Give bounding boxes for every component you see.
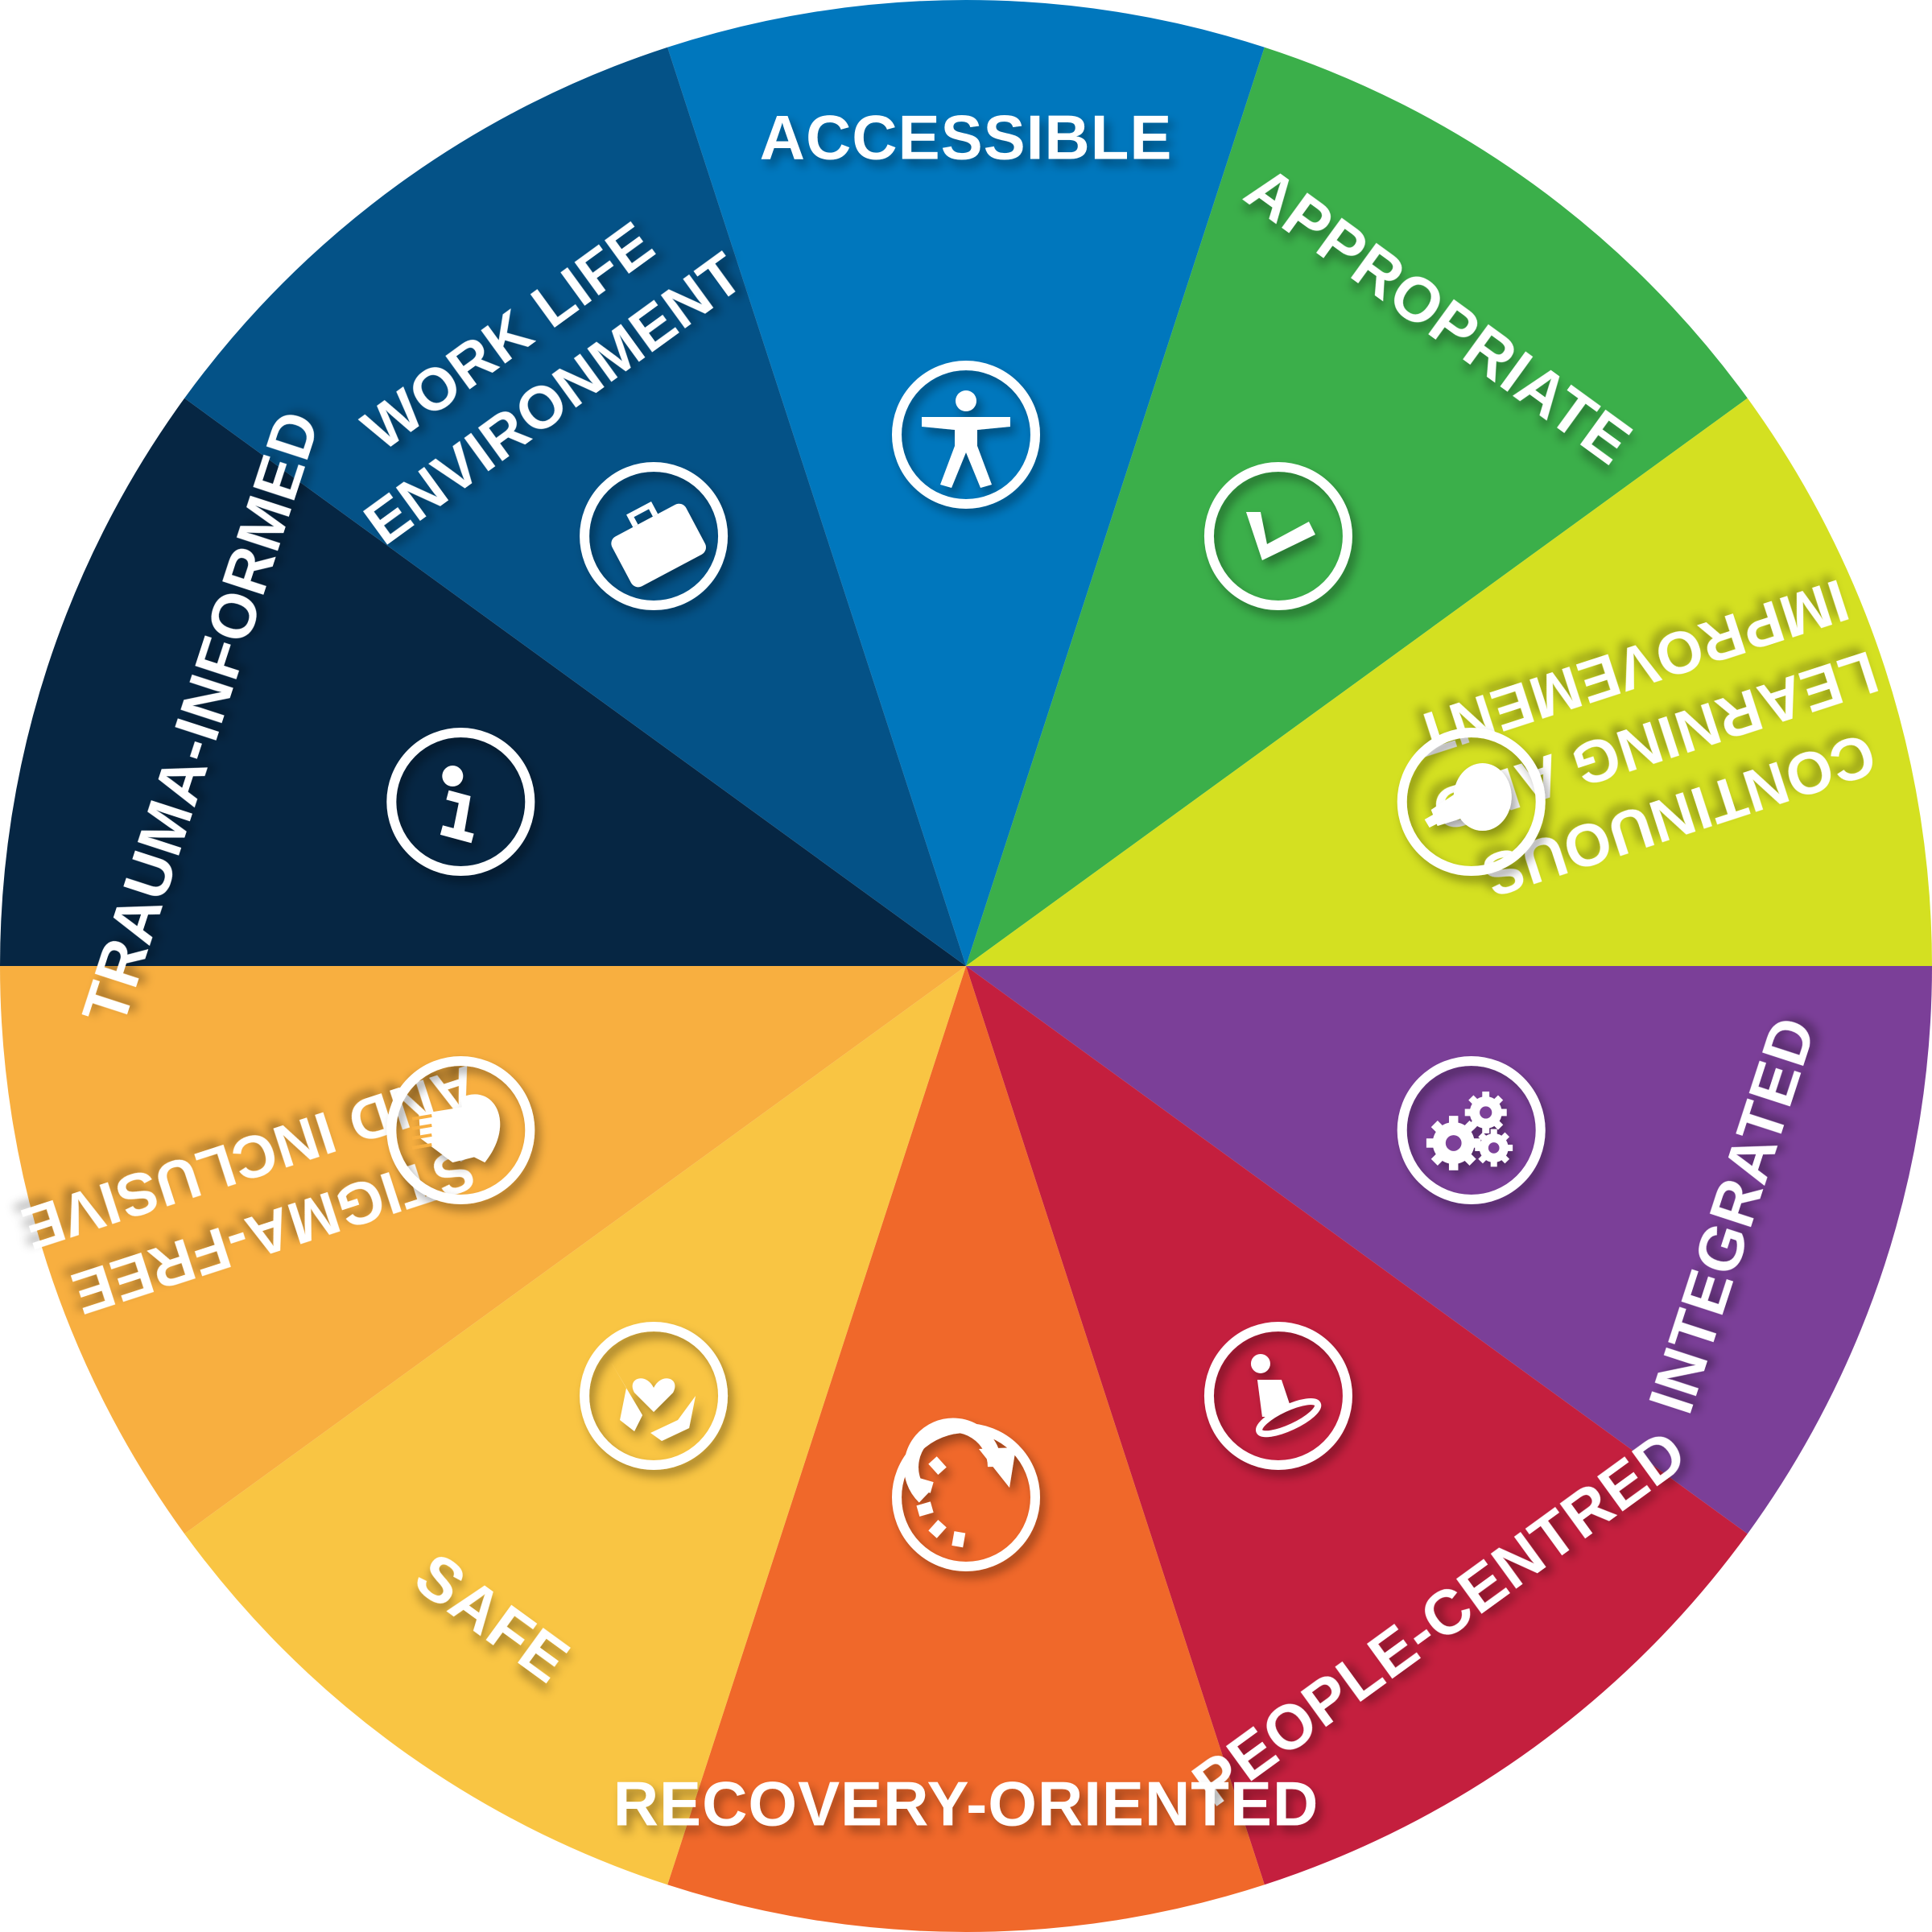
info-icon	[386, 728, 535, 877]
lightbulb-icon	[1397, 728, 1546, 877]
label-accessible-line-1: ACCESSIBLE	[760, 101, 1173, 172]
briefcase-icon	[580, 462, 729, 611]
handshake-heart-icon	[386, 1055, 535, 1204]
label-recovery-oriented: RECOVERY-ORIENTED	[613, 1768, 1319, 1839]
label-recovery-oriented-line-1: RECOVERY-ORIENTED	[613, 1768, 1319, 1839]
wheel-icons	[386, 361, 1546, 1571]
recovery-arrow-icon	[892, 1418, 1040, 1571]
segment-accessible	[667, 0, 1265, 967]
checkmark-icon	[1203, 462, 1352, 611]
segment-appropriate	[966, 47, 1748, 967]
segment-safe	[184, 966, 966, 1885]
segment-continuous-learning	[966, 398, 1932, 966]
label-accessible: ACCESSIBLE	[760, 101, 1173, 172]
segment-trauma-informed	[0, 398, 966, 966]
segment-recovery-oriented	[667, 966, 1265, 1932]
gears-icon	[1397, 1055, 1546, 1204]
segment-stigma-free	[0, 966, 966, 1534]
segment-integrated	[966, 966, 1932, 1534]
segment-work-life	[184, 47, 966, 967]
hands-heart-icon	[580, 1321, 729, 1470]
person-orbit-icon	[1203, 1321, 1352, 1470]
segment-people-centred	[966, 966, 1748, 1885]
accessibility-person-icon	[892, 361, 1040, 509]
